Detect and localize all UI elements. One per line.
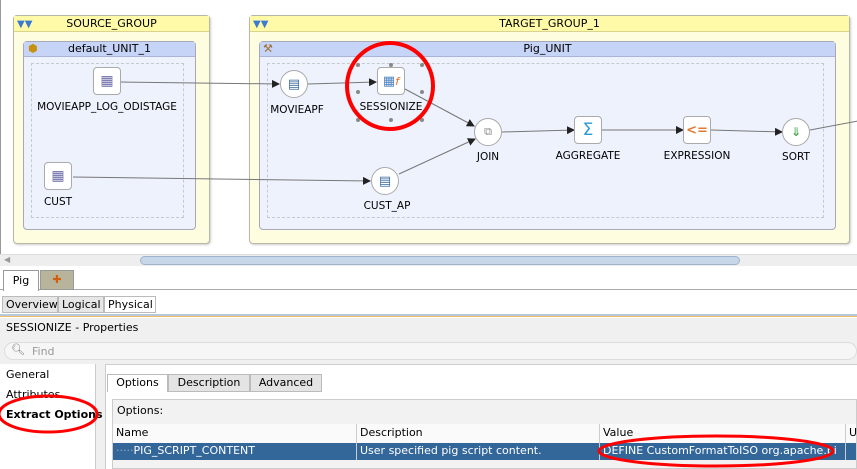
target-group-title: TARGET_GROUP_1 [499, 17, 600, 30]
nav-extract-options[interactable]: Extract Options [6, 408, 103, 421]
unit-icon: ⬢ [28, 42, 38, 55]
unit-title: default_UNIT_1 [68, 42, 151, 55]
target-group-header: ▼▼ TARGET_GROUP_1 [250, 16, 849, 32]
find-field[interactable]: 🔍︎ Find [4, 342, 857, 360]
tab-options[interactable]: Options [107, 374, 168, 392]
group-icon: ▼▼ [17, 19, 33, 30]
row-us-cell[interactable] [846, 443, 857, 460]
connector [501, 126, 575, 135]
default-unit[interactable]: ⬢ default_UNIT_1 [23, 41, 196, 230]
tab-logical[interactable]: Logical [58, 296, 104, 313]
connector [710, 127, 783, 136]
option-name: PIG_SCRIPT_CONTENT [133, 444, 255, 457]
scroll-left-arrow[interactable]: ◀ [4, 255, 11, 264]
connector [809, 120, 857, 131]
table-function-icon: ▦f [382, 73, 400, 89]
new-tab-button[interactable]: ✚ [40, 270, 74, 290]
node-expression[interactable]: <= [683, 116, 711, 144]
nav-general[interactable]: General [6, 368, 50, 381]
row-value-cell[interactable]: DEFINE CustomFormatToISO org.apache.pi [600, 443, 846, 460]
node-label: CUST [43, 196, 73, 208]
row-name-cell[interactable]: ·····PIG_SCRIPT_CONTENT [113, 443, 357, 460]
tab-label: Pig [12, 274, 30, 287]
sigma-icon: Σ [582, 120, 594, 140]
unit-title: Pig_UNIT [523, 42, 572, 55]
node-cust[interactable]: ▦ [44, 162, 72, 190]
horizontal-scrollbar[interactable]: ◀ [0, 254, 857, 266]
sort-icon: ⇓ [790, 125, 802, 139]
scrollbar-thumb[interactable] [140, 256, 740, 265]
tab-description[interactable]: Description [168, 374, 250, 392]
connector [120, 79, 280, 88]
column-value[interactable]: Value [600, 424, 846, 443]
node-label: MOVIEAPP_LOG_ODISTAGE [37, 101, 177, 113]
connector [398, 138, 476, 175]
node-cust-ap[interactable]: ▤ [371, 167, 399, 195]
row-description-cell[interactable]: User specified pig script content. [357, 443, 600, 460]
tree-line: ····· [116, 444, 134, 457]
node-label: CUST_AP [363, 200, 411, 212]
expression-icon: <= [686, 122, 708, 138]
table-icon: ▦ [100, 73, 114, 89]
column-name[interactable]: Name [113, 424, 357, 443]
connector [72, 176, 371, 185]
hammer-icon: ⚒ [263, 42, 273, 55]
connector [307, 78, 377, 87]
source-group-header: ▼▼ SOURCE_GROUP [14, 16, 209, 32]
node-label: AGGREGATE [555, 150, 621, 162]
properties-title: SESSIONIZE - Properties [6, 321, 139, 334]
node-join[interactable]: ⧉ [474, 118, 502, 146]
node-sessionize[interactable]: ▦f [377, 67, 405, 95]
target-dropzone [267, 63, 824, 218]
column-us[interactable]: Us [846, 424, 857, 443]
unit-header: ⬢ default_UNIT_1 [24, 42, 195, 57]
node-label: MOVIEAPF [270, 104, 324, 116]
group-icon: ▼▼ [253, 19, 269, 30]
node-label: EXPRESSION [663, 150, 731, 162]
node-movieapp-log-odistage[interactable]: ▦ [93, 67, 121, 95]
nav-attributes[interactable]: Attributes [6, 388, 61, 401]
datastore-icon: ▤ [287, 76, 301, 92]
tab-advanced[interactable]: Advanced [250, 374, 322, 392]
node-movieapf[interactable]: ▤ [280, 70, 308, 98]
tab-overview[interactable]: Overview [2, 296, 58, 313]
node-label: JOIN [476, 151, 500, 163]
datastore-icon: ▤ [378, 173, 392, 189]
column-description[interactable]: Description [357, 424, 600, 443]
node-aggregate[interactable]: Σ [574, 116, 602, 144]
connectors [72, 63, 857, 185]
node-label: SESSIONIZE [359, 101, 423, 113]
panel-divider [0, 314, 857, 317]
find-placeholder: Find [32, 345, 55, 358]
node-sort[interactable]: ⇓ [782, 118, 810, 146]
join-icon: ⧉ [484, 125, 492, 138]
source-dropzone [31, 63, 184, 218]
source-group-title: SOURCE_GROUP [66, 17, 157, 30]
editor-tab-bar [0, 266, 857, 290]
node-label: SORT [782, 151, 810, 163]
tab-pig[interactable]: Pig [3, 270, 39, 291]
table-icon: ▦ [51, 168, 65, 184]
mapping-canvas[interactable]: ▼▼ SOURCE_GROUP ⬢ default_UNIT_1 ▼▼ TARGET_… [0, 0, 857, 254]
search-icon: 🔍︎ [11, 343, 25, 356]
options-label: Options: [117, 404, 164, 417]
tab-physical[interactable]: Physical [104, 296, 156, 313]
source-group[interactable]: ▼▼ SOURCE_GROUP ⬢ default_UNIT_1 [13, 15, 210, 244]
